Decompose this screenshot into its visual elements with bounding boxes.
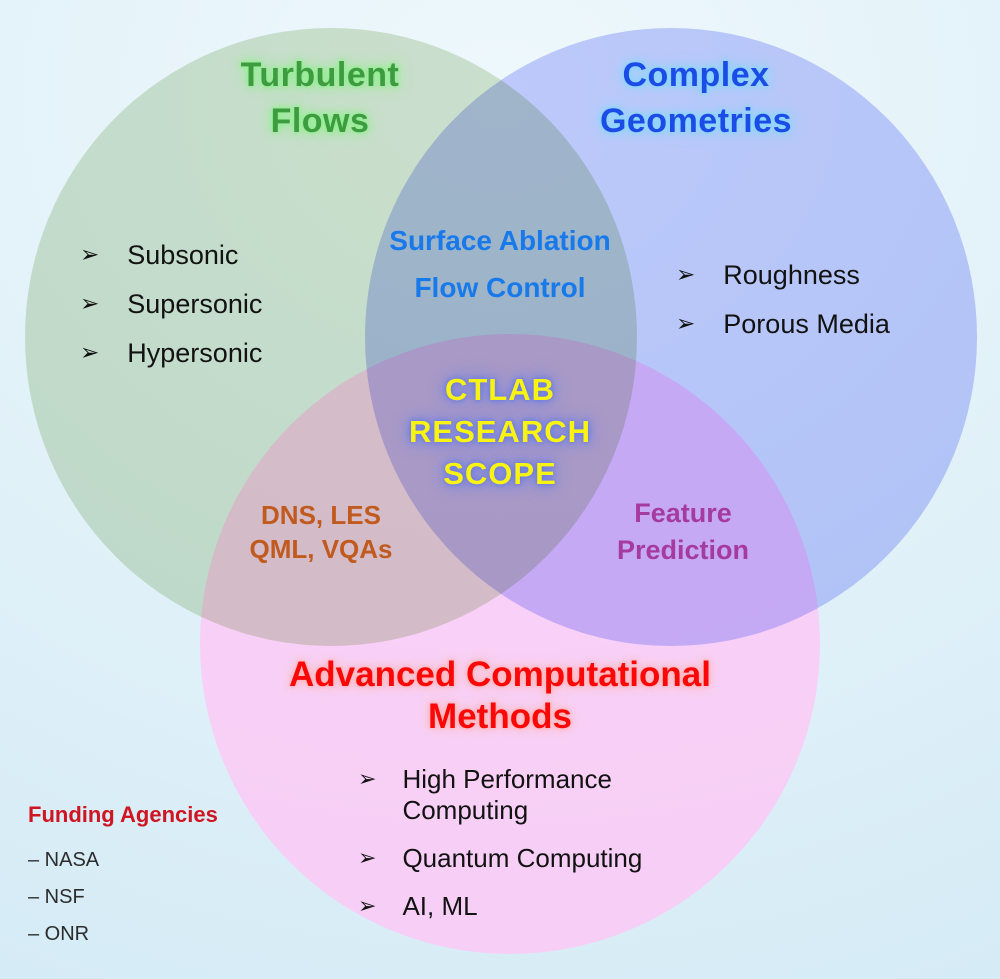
list-item: ➢ Roughness	[676, 259, 976, 291]
list-item: ➢ Porous Media	[676, 308, 976, 340]
list-item: ➢ Hypersonic	[80, 337, 380, 369]
title-line: Advanced Computational	[289, 655, 711, 694]
list-item-label: Hypersonic	[127, 338, 263, 368]
intersection-line: DNS, LES	[261, 500, 381, 530]
center-line: SCOPE	[443, 456, 557, 491]
center-line: RESEARCH	[409, 414, 591, 449]
list-item-label: Porous Media	[723, 309, 890, 339]
funding-agencies-title: Funding Agencies	[28, 802, 218, 827]
title-line: Methods	[428, 697, 572, 736]
arrow-bullet-icon: ➢	[358, 846, 377, 871]
list-item: ➢ Quantum Computing	[358, 843, 674, 874]
arrow-bullet-icon: ➢	[80, 291, 100, 317]
title-line: Geometries	[599, 102, 793, 140]
complex-geometries-list: ➢ Roughness ➢ Porous Media	[676, 259, 976, 357]
list-item-label: High Performance Computing	[402, 764, 612, 825]
advanced-computational-methods-title: Advanced Computational Methods	[250, 654, 750, 738]
title-line: Turbulent	[240, 56, 400, 94]
intersection-line: Surface Ablation	[389, 225, 611, 256]
funding-agency-item: – ONR	[28, 923, 90, 945]
turbulent-flows-title: Turbulent Flows	[150, 52, 490, 144]
list-item-label: Subsonic	[127, 240, 239, 270]
arrow-bullet-icon: ➢	[80, 340, 100, 366]
arrow-bullet-icon: ➢	[676, 311, 696, 337]
intersection-dns-les-qml-vqas: DNS, LES QML, VQAs	[221, 498, 421, 566]
funding-agency-item: – NSF	[28, 886, 85, 908]
intersection-line: QML, VQAs	[249, 534, 393, 564]
center-label-ctlab-research-scope: CTLAB RESEARCH SCOPE	[390, 369, 610, 495]
list-item-label: Quantum Computing	[402, 843, 643, 873]
funding-agencies: Funding Agencies – NASA – NSF – ONR	[28, 802, 258, 953]
title-line: Flows	[270, 102, 370, 140]
list-item-label: AI, ML	[402, 891, 478, 921]
intersection-line: Flow Control	[414, 272, 586, 303]
intersection-feature-prediction: Feature Prediction	[583, 495, 783, 569]
intersection-surface-ablation-flow-control: Surface Ablation Flow Control	[350, 217, 650, 311]
arrow-bullet-icon: ➢	[358, 767, 377, 792]
arrow-bullet-icon: ➢	[676, 262, 696, 288]
intersection-line: Feature	[634, 498, 732, 528]
list-item: ➢ Subsonic	[80, 239, 380, 271]
funding-agency-item: – NASA	[28, 849, 100, 871]
intersection-line: Prediction	[616, 535, 750, 565]
turbulent-flows-list: ➢ Subsonic ➢ Supersonic ➢ Hypersonic	[80, 239, 380, 386]
list-item: ➢ AI, ML	[358, 891, 674, 922]
center-line: CTLAB	[444, 372, 556, 407]
list-item: ➢ High Performance Computing	[358, 764, 674, 826]
arrow-bullet-icon: ➢	[80, 242, 100, 268]
advanced-computational-methods-list: ➢ High Performance Computing ➢ Quantum C…	[358, 764, 674, 939]
list-item-label: Supersonic	[127, 289, 263, 319]
list-item-label: Roughness	[723, 260, 860, 290]
complex-geometries-title: Complex Geometries	[526, 52, 866, 144]
arrow-bullet-icon: ➢	[358, 894, 377, 919]
circle-complex-geometries	[365, 28, 977, 646]
title-line: Complex	[622, 56, 770, 94]
list-item: ➢ Supersonic	[80, 288, 380, 320]
